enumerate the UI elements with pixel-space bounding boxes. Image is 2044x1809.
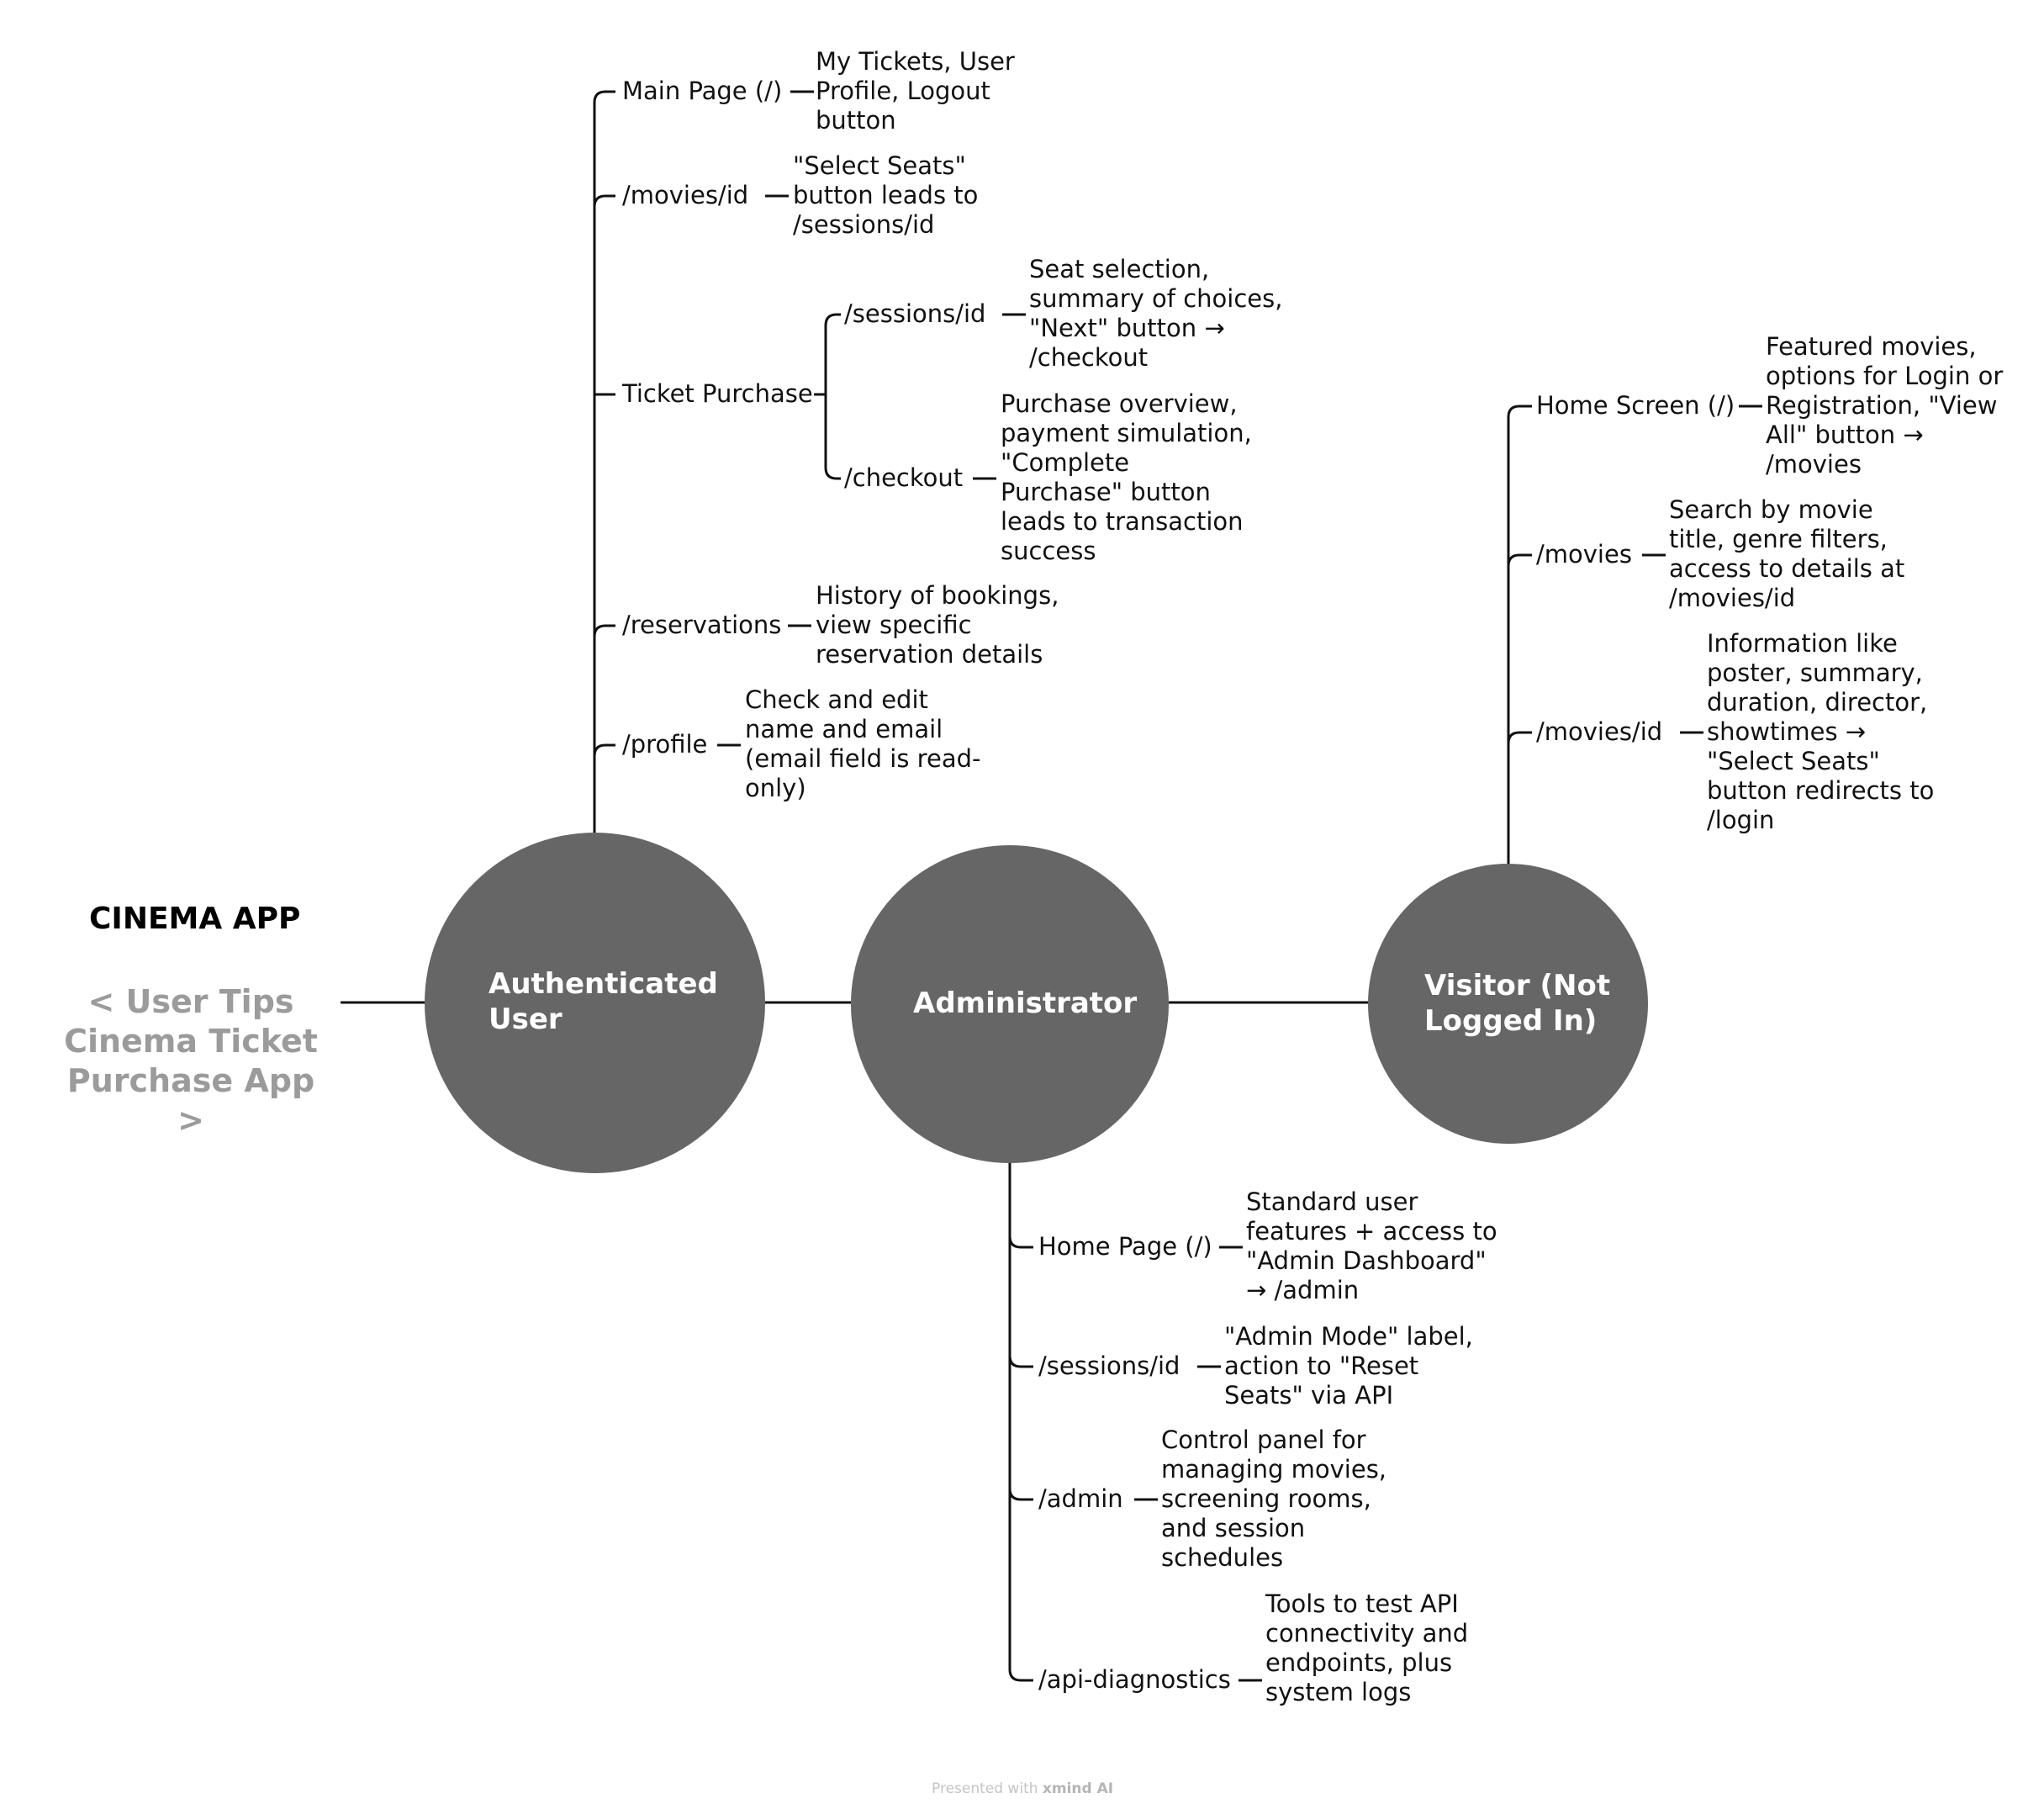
visitor-page-movies-id-desc: Information like poster, summary, durati… xyxy=(1707,629,1935,834)
auth-page-movies-id-desc: "Select Seats" button leads to /sessions… xyxy=(793,151,979,239)
authenticated-user-label: Authenticated User xyxy=(489,967,718,1036)
auth-page-movies-id[interactable]: /movies/id xyxy=(622,181,749,209)
admin-page-sessions-id[interactable]: /sessions/id xyxy=(1038,1351,1180,1380)
authenticated-user-node[interactable]: Authenticated User xyxy=(425,833,765,1173)
auth-page-main[interactable]: Main Page (/) xyxy=(622,77,783,105)
auth-page-checkout[interactable]: /checkout xyxy=(844,463,964,492)
auth-page-sessions-id[interactable]: /sessions/id xyxy=(844,299,986,328)
admin-page-home-desc: Standard user features + access to "Admi… xyxy=(1246,1187,1497,1304)
footer-brand: xmind AI xyxy=(1042,1780,1114,1797)
footer-credit: Presented with xmind AI xyxy=(932,1780,1113,1797)
visitor-page-movies-id[interactable]: /movies/id xyxy=(1536,717,1663,746)
admin-page-api-diagnostics[interactable]: /api-diagnostics xyxy=(1038,1665,1231,1694)
admin-page-admin-desc: Control panel for managing movies, scree… xyxy=(1161,1426,1387,1572)
visitor-page-home[interactable]: Home Screen (/) xyxy=(1536,391,1735,420)
app-title: CINEMA APP xyxy=(89,902,301,936)
visitor-page-home-desc: Featured movies, options for Login or Re… xyxy=(1766,332,2004,479)
auth-page-reservations[interactable]: /reservations xyxy=(622,611,782,639)
visitor-page-movies-desc: Search by movie title, genre filters, ac… xyxy=(1669,495,1905,612)
admin-page-home[interactable]: Home Page (/) xyxy=(1038,1232,1212,1261)
auth-page-sessions-id-desc: Seat selection, summary of choices, "Nex… xyxy=(1029,255,1283,372)
auth-page-checkout-desc: Purchase overview, payment simulation, "… xyxy=(1001,389,1252,565)
user-tips-link[interactable]: < User Tips Cinema Ticket Purchase App > xyxy=(64,983,318,1139)
admin-page-sessions-id-desc: "Admin Mode" label, action to "Reset Sea… xyxy=(1224,1322,1473,1410)
visitor-label: Visitor (Not Logged In) xyxy=(1424,969,1611,1038)
admin-page-admin[interactable]: /admin xyxy=(1038,1484,1123,1513)
auth-page-profile[interactable]: /profile xyxy=(622,730,708,759)
visitor-page-movies[interactable]: /movies xyxy=(1536,540,1632,569)
footer-prefix: Presented with xyxy=(932,1780,1043,1797)
auth-page-ticket-purchase[interactable]: Ticket Purchase xyxy=(622,379,813,408)
auth-page-profile-desc: Check and edit name and email (email fie… xyxy=(745,685,981,802)
visitor-node[interactable]: Visitor (Not Logged In) xyxy=(1368,864,1648,1144)
administrator-label: Administrator xyxy=(913,986,1138,1020)
auth-page-reservations-desc: History of bookings, view specific reser… xyxy=(816,581,1059,669)
auth-page-main-desc: My Tickets, User Profile, Logout button xyxy=(816,47,1015,135)
administrator-node[interactable]: Administrator xyxy=(851,845,1169,1163)
admin-page-api-diagnostics-desc: Tools to test API connectivity and endpo… xyxy=(1265,1589,1469,1706)
